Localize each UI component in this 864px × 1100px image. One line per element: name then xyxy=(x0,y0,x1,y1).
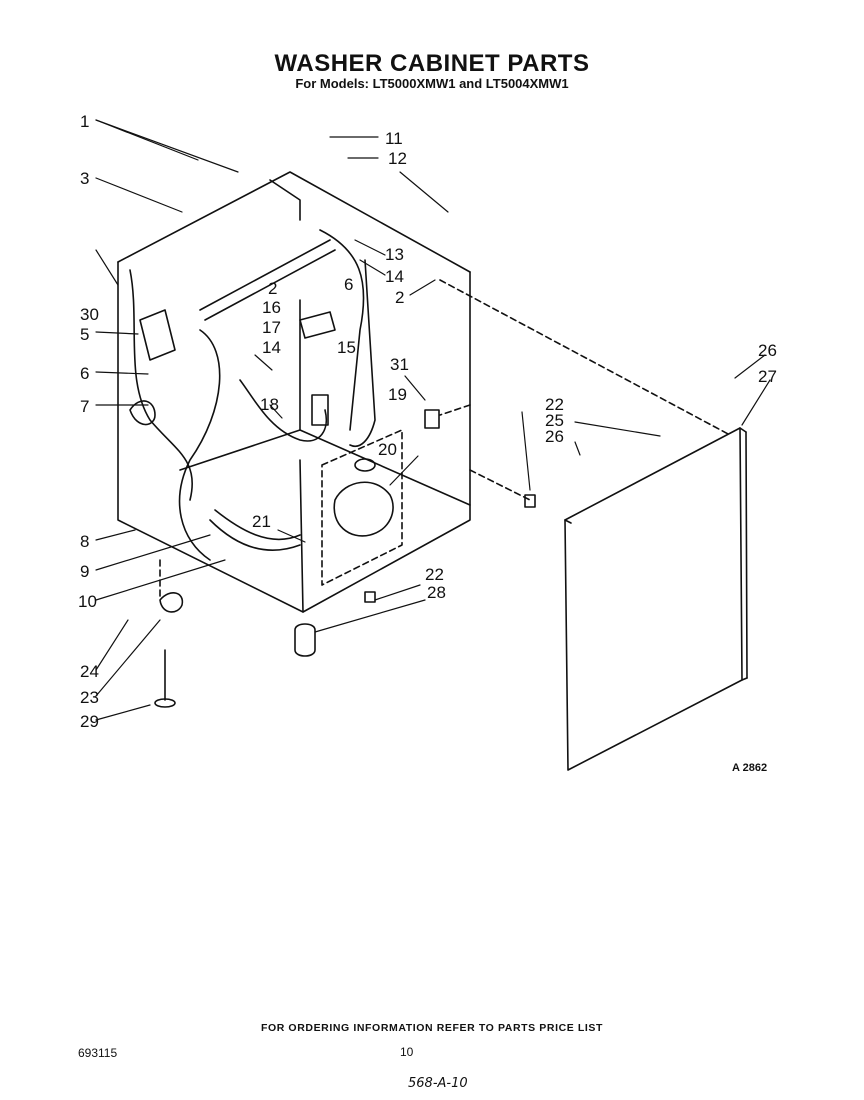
callout-1: 1 xyxy=(80,112,89,131)
callout-22: 22 xyxy=(425,565,444,584)
callout-18: 18 xyxy=(260,395,279,414)
ordering-notice: FOR ORDERING INFORMATION REFER TO PARTS … xyxy=(260,1022,604,1034)
callout-26: 26 xyxy=(758,341,777,360)
callout-12: 12 xyxy=(388,149,407,168)
callout-17: 17 xyxy=(262,318,281,337)
callout-20: 20 xyxy=(378,440,397,459)
callout-7: 7 xyxy=(80,397,89,416)
diagram-code: A 2862 xyxy=(732,762,768,774)
callout-9: 9 xyxy=(80,562,89,581)
callout-2: 2 xyxy=(395,288,404,307)
callout-6: 6 xyxy=(80,364,89,383)
callout-29: 29 xyxy=(80,712,99,731)
leader-lines xyxy=(95,119,771,721)
callout-16: 16 xyxy=(262,298,281,317)
callout-14: 14 xyxy=(385,267,404,286)
callout-11: 11 xyxy=(385,129,403,148)
callout-13: 13 xyxy=(385,245,404,264)
callout-labels: 1 2 2 3 5 6 6 7 8 9 10 11 12 13 14 14 15… xyxy=(78,112,777,731)
models-subtitle: For Models: LT5000XMW1 and LT5004XMW1 xyxy=(295,76,569,91)
callout-21: 21 xyxy=(252,512,271,531)
callout-19: 19 xyxy=(388,385,407,404)
callout-8: 8 xyxy=(80,532,89,551)
callout-26: 26 xyxy=(545,427,564,446)
callout-3: 3 xyxy=(80,169,89,188)
callout-23: 23 xyxy=(80,688,99,707)
callout-5: 5 xyxy=(80,325,89,344)
callout-22: 22 xyxy=(545,395,564,414)
callout-2: 2 xyxy=(268,279,277,298)
callout-25: 25 xyxy=(545,411,564,430)
callout-15: 15 xyxy=(337,338,356,357)
callout-31: 31 xyxy=(390,355,409,374)
callout-28: 28 xyxy=(427,583,446,602)
handwritten-note: 568-A-10 xyxy=(408,1076,468,1091)
side-panel xyxy=(564,427,748,771)
page-number: 10 xyxy=(400,1045,414,1059)
callout-30: 30 xyxy=(80,305,99,324)
callout-14: 14 xyxy=(262,338,281,357)
page-title: WASHER CABINET PARTS xyxy=(274,50,590,77)
dashed-guides xyxy=(159,279,731,601)
callout-10: 10 xyxy=(78,592,97,611)
washer-cabinet xyxy=(117,171,536,708)
callout-6: 6 xyxy=(344,275,353,294)
part-number: 693115 xyxy=(78,1046,118,1060)
callout-24: 24 xyxy=(80,662,99,681)
callout-27: 27 xyxy=(758,367,777,386)
